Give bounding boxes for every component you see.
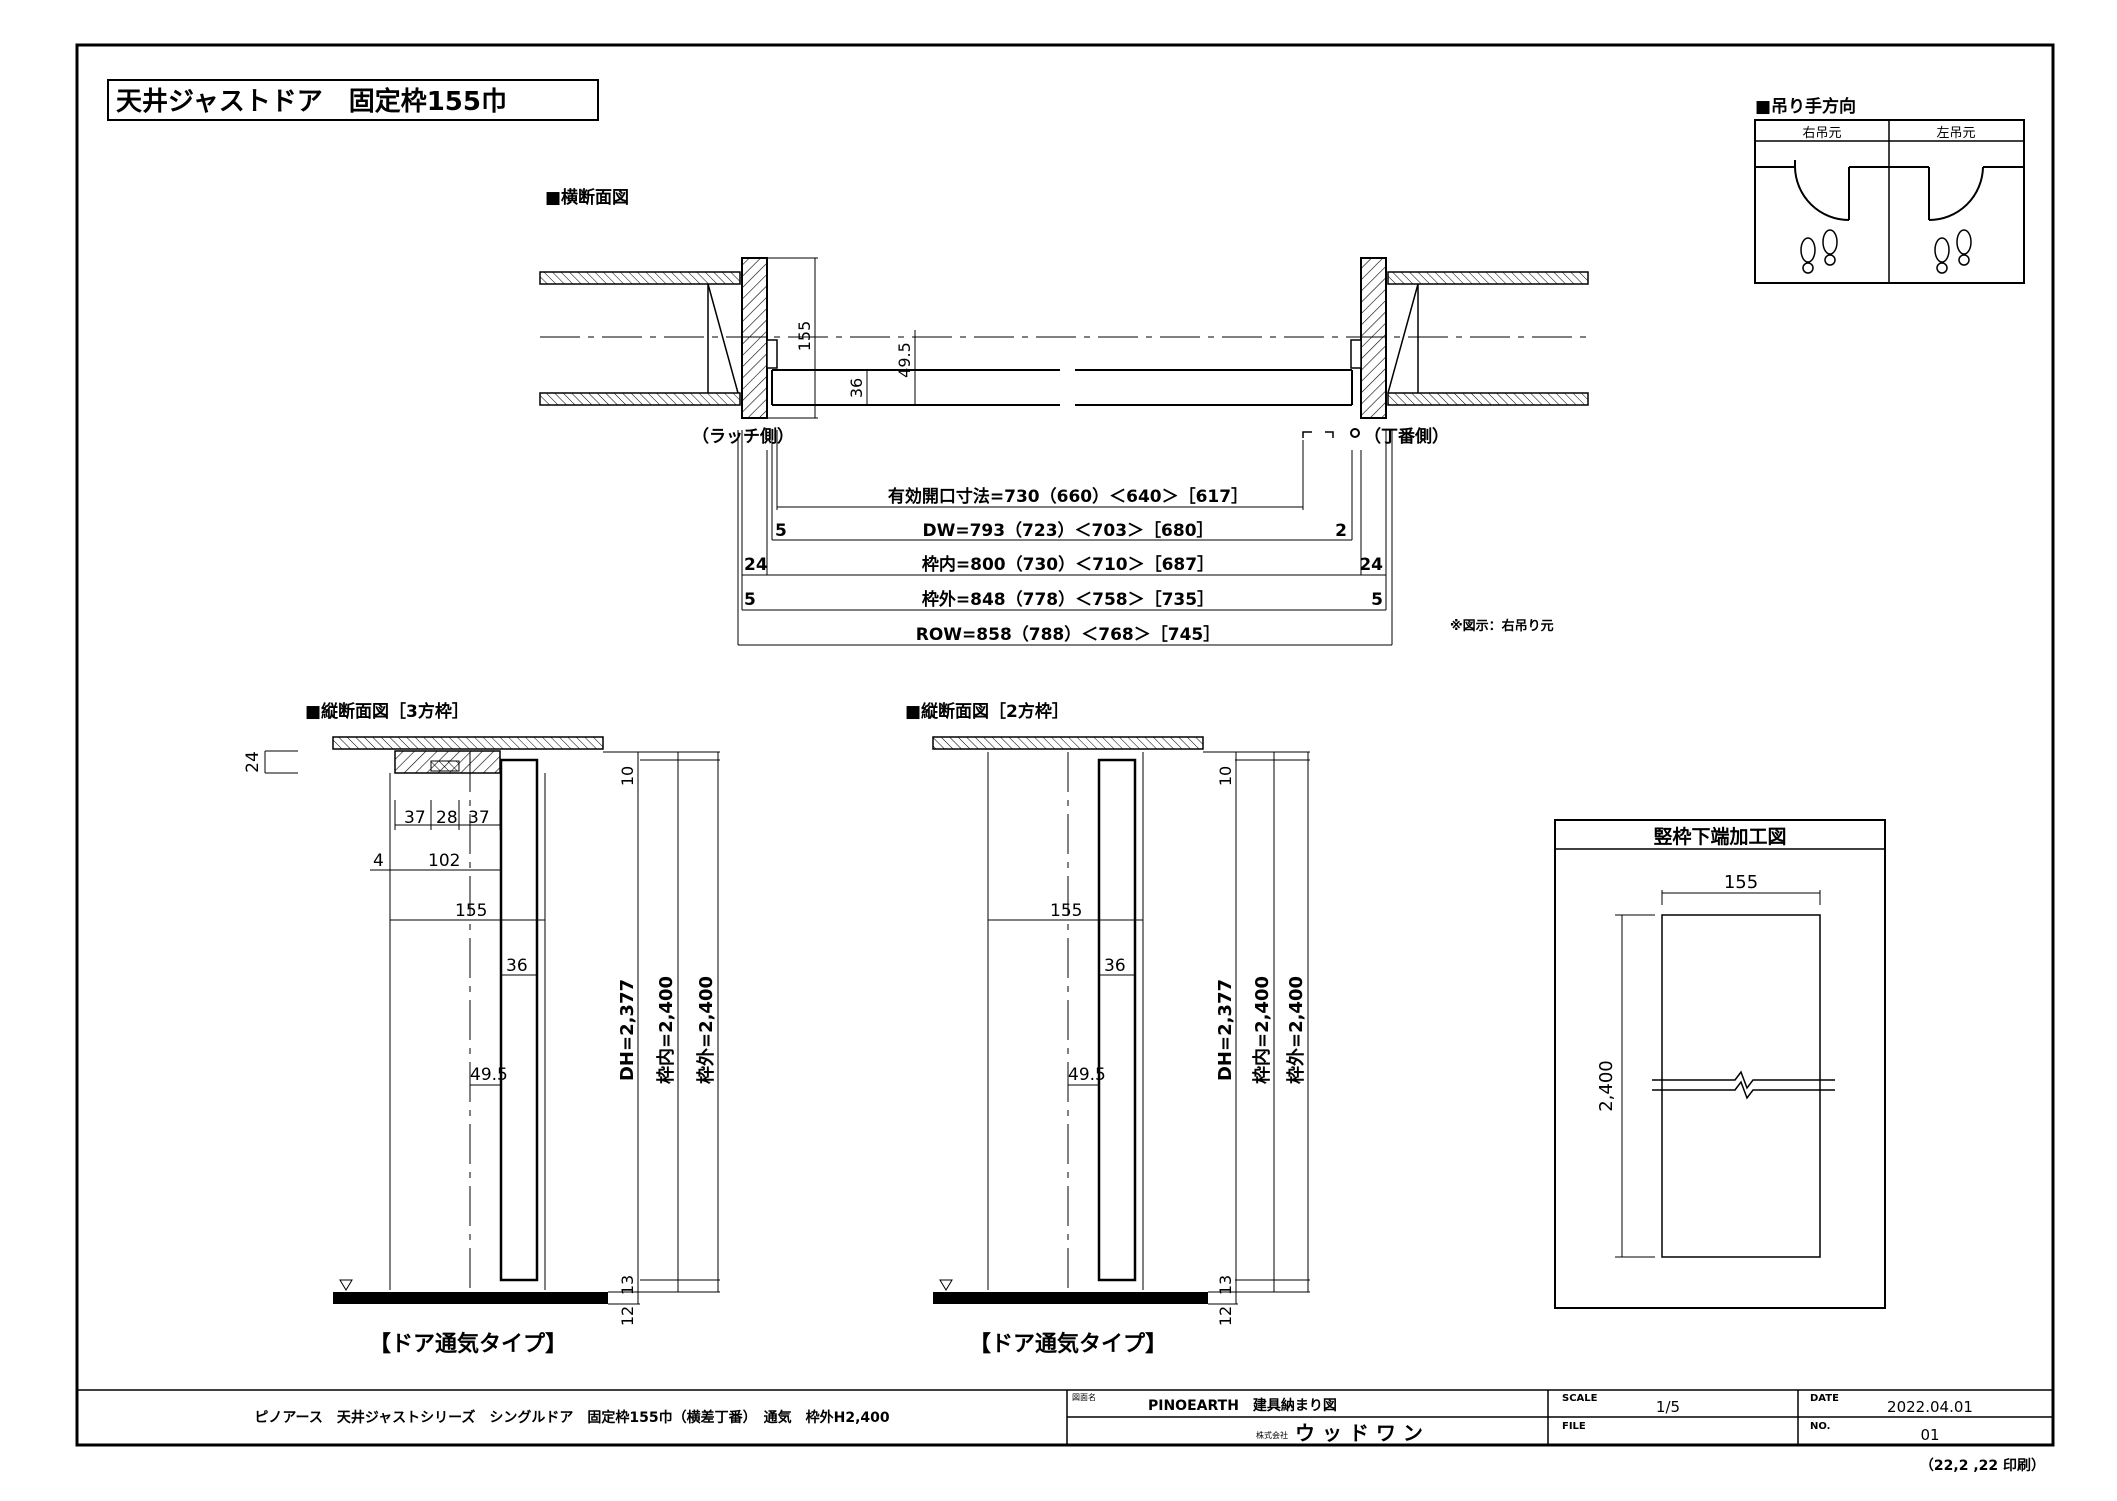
hinge-pivot-icon [1350, 428, 1360, 438]
s2-caption: 【ドア通気タイプ】 [969, 1331, 1167, 1357]
no-value: 01 [1920, 1426, 1939, 1444]
drawing-name: PINOEARTH 建具納まり図 [1148, 1397, 1337, 1414]
s3-d36: 36 [506, 956, 528, 976]
s3-d155: 155 [455, 901, 487, 921]
plan-dim-lines [737, 430, 1393, 646]
door-leaf-plan [771, 369, 1353, 406]
stile-outline [1661, 914, 1821, 1258]
hanging-direction-legend: ■吊り手方向 右吊元 左吊元 [1754, 96, 2025, 284]
plan-walls [539, 271, 1589, 406]
plan-section: ■横断面図 [539, 187, 1589, 646]
section3-heading: ■縦断面図［3方枠］ [305, 701, 469, 722]
drawing-description: ピノアース 天井ジャストシリーズ シングルドア 固定枠155巾（横差丁番） 通気… [254, 1409, 890, 1426]
door-leaf-section-2 [1097, 758, 1137, 1282]
bottom-process-title: 竪枠下端加工図 [1653, 825, 1786, 848]
s3-caption: 【ドア通気タイプ】 [369, 1331, 567, 1357]
dim-2-right: 2 [1335, 521, 1347, 541]
effective-opening-dim: 有効開口寸法=730（660）＜640＞［617］ [888, 486, 1248, 507]
door-width-dim: DW=793（723）＜703＞［680］ [922, 520, 1213, 541]
s3-d28: 28 [436, 808, 458, 828]
section-3-sided: ■縦断面図［3方枠］ 24 37 28 37 4 102 155 36 49.5 [243, 701, 720, 1357]
s3-frame-inner-height: 枠内=2,400 [655, 976, 677, 1084]
date-value: 2022.04.01 [1887, 1398, 1973, 1416]
section-2-sided: ■縦断面図［2方枠］ 155 36 49.5 10 13 12 DH=2,377 [905, 701, 1310, 1357]
hinge-plate [1350, 339, 1362, 369]
rough-opening-dim: ROW=858（788）＜768＞［745］ [916, 624, 1220, 645]
s3-d102: 102 [428, 851, 460, 871]
floor-3 [333, 1292, 608, 1304]
dim-24-right: 24 [1359, 555, 1383, 575]
s3-d12: 12 [618, 1306, 637, 1326]
s3-d4: 4 [373, 851, 384, 871]
door-leaf-section-3 [499, 758, 539, 1282]
s2-d155: 155 [1050, 901, 1082, 921]
latch-strike [766, 339, 778, 369]
s3-d13: 13 [618, 1275, 637, 1295]
floor-2 [933, 1292, 1208, 1304]
dim-5-bottom-right: 5 [1371, 590, 1383, 610]
left-hung-footprints-icon [1934, 229, 1972, 274]
date-label: DATE [1810, 1393, 1839, 1404]
s2-frame-inner-height: 枠内=2,400 [1251, 976, 1273, 1084]
plan-heading: ■横断面図 [545, 187, 629, 208]
drawing-name-label: 図面名 [1072, 1392, 1096, 1402]
frame-outer-dim: 枠外=848（778）＜758＞［735］ [922, 589, 1214, 610]
dim-5-bottom-left: 5 [744, 590, 756, 610]
right-hung-footprints-icon [1800, 229, 1838, 274]
s3-d49-5: 49.5 [470, 1065, 508, 1085]
hanging-heading: ■吊り手方向 [1755, 96, 1856, 117]
right-hung-swing-icon [1755, 160, 1889, 221]
plan-dim-49-5-label: 49.5 [895, 342, 914, 378]
s2-d49-5: 49.5 [1068, 1065, 1106, 1085]
latch-side-label: （ラッチ側） [692, 426, 794, 447]
no-label: NO. [1810, 1421, 1830, 1432]
company-prefix: 株式会社 [1256, 1430, 1288, 1440]
s3-frame-outer-height: 枠外=2,400 [695, 976, 717, 1084]
hinge-side-label: （丁番側） [1364, 426, 1449, 447]
s3-d24: 24 [243, 751, 263, 773]
stile-width-label: 155 [1724, 872, 1758, 893]
frame-inner-dim: 枠内=800（730）＜710＞［687］ [922, 554, 1214, 575]
s2-frame-outer-height: 枠外=2,400 [1285, 976, 1307, 1084]
stile-height-label: 2,400 [1596, 1060, 1617, 1112]
door-stop-mark [1302, 431, 1334, 438]
hinge-side-frame [1360, 257, 1387, 419]
s3-d37b: 37 [468, 808, 490, 828]
s2-d12: 12 [1216, 1306, 1235, 1326]
title-block: ピノアース 天井ジャストシリーズ シングルドア 固定枠155巾（横差丁番） 通気… [77, 1389, 2053, 1445]
s2-d10: 10 [1216, 766, 1235, 786]
file-label: FILE [1562, 1421, 1586, 1432]
right-hinge-label: 右吊元 [1802, 126, 1841, 141]
bottom-process-diagram: 竪枠下端加工図 155 2,400 [1554, 819, 1886, 1309]
title-box: 天井ジャストドア 固定枠155巾 [107, 79, 599, 121]
plan-dim-155 [767, 257, 818, 419]
plan-dim-36-label: 36 [847, 378, 866, 398]
s3-d10: 10 [618, 766, 637, 786]
plan-dim-155-label: 155 [795, 321, 814, 352]
dim-24-left: 24 [744, 555, 768, 575]
scale-label: SCALE [1562, 1393, 1598, 1404]
s2-d13: 13 [1216, 1275, 1235, 1295]
s3-door-height: DH=2,377 [617, 979, 638, 1081]
latch-side-frame [741, 257, 768, 419]
s2-door-height: DH=2,377 [1215, 979, 1236, 1081]
drawing-title: 天井ジャストドア 固定枠155巾 [116, 86, 507, 117]
left-hinge-label: 左吊元 [1936, 126, 1975, 141]
s3-d37a: 37 [404, 808, 426, 828]
s2-d36: 36 [1104, 956, 1126, 976]
print-date-note: （22,2 ,22 印刷） [1920, 1457, 2045, 1474]
scale-value: 1/5 [1656, 1398, 1680, 1416]
break-line [1652, 1070, 1835, 1100]
plan-note: ※図示：右吊り元 [1450, 618, 1554, 634]
section2-heading: ■縦断面図［2方枠］ [905, 701, 1069, 722]
company-name: ウ ッ ド ワ ン [1295, 1421, 1423, 1445]
left-hung-swing-icon [1889, 166, 2024, 221]
sheet-border [75, 43, 2055, 1447]
dim-5-left: 5 [775, 521, 787, 541]
